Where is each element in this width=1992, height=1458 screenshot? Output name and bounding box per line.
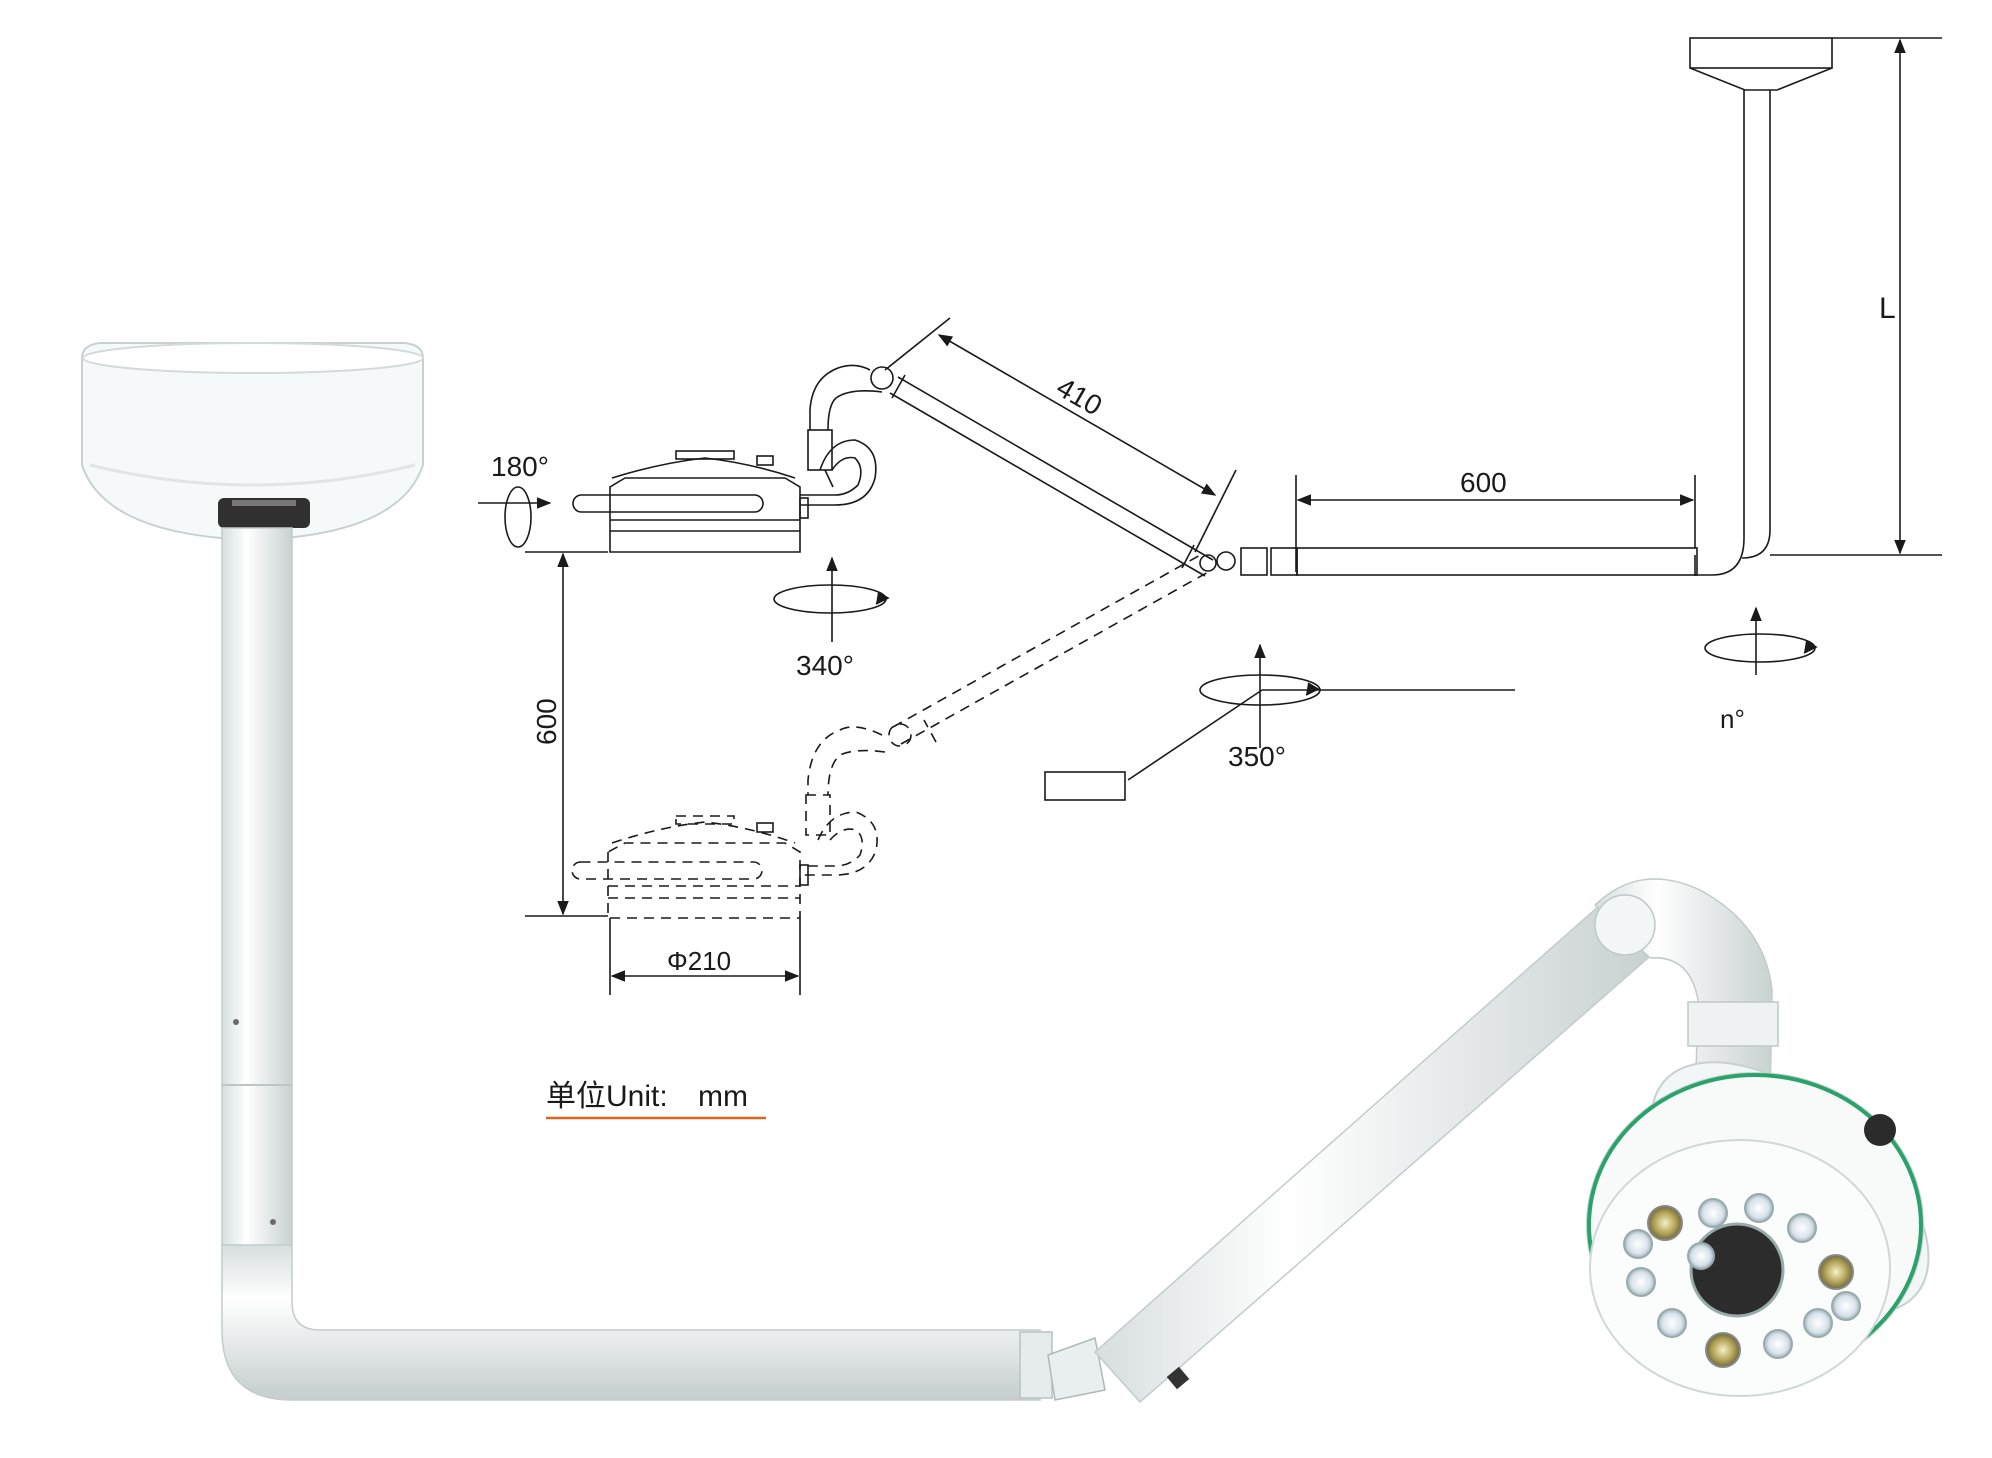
diagonal-arm <box>1093 903 1650 1404</box>
dim-600-vertical-lines <box>525 551 608 917</box>
rotation-350-label: 350° <box>1228 741 1286 772</box>
drawing-head-lower <box>571 815 801 919</box>
lamp-photo <box>81 342 1930 1404</box>
rotation-350-symbol <box>1044 643 1515 801</box>
rotation-180-label: 180° <box>491 451 549 482</box>
drawing-horizontal-arm <box>1216 547 1698 576</box>
rotation-n-label: n° <box>1720 704 1745 734</box>
drawing-arm-upper <box>800 364 1217 577</box>
rotation-340-symbol <box>773 556 890 642</box>
dim-600-vertical-label: 600 <box>531 698 562 745</box>
unit-note-value: mm <box>698 1080 748 1113</box>
drawing-head-upper <box>572 450 809 553</box>
rotation-340-label: 340° <box>796 650 854 681</box>
drawing-ceiling-mount <box>1689 37 1942 576</box>
rotation-n-symbol <box>1704 606 1818 675</box>
rotation-180-symbol <box>478 486 552 548</box>
technical-drawing <box>478 37 1942 995</box>
ceiling-column <box>221 527 293 1251</box>
dim-410-label: 410 <box>1051 371 1107 421</box>
unit-note-label: 单位Unit: <box>546 1080 668 1113</box>
dim-L-lines <box>1832 37 1942 555</box>
dim-phi210-lines <box>609 918 801 995</box>
ceiling-canopy <box>81 342 424 542</box>
dim-600-horizontal-lines <box>1295 475 1696 572</box>
drawing-arm-lower <box>800 553 1211 876</box>
dim-L-label: L <box>1879 292 1896 325</box>
unit-note: 单位Unit: mm <box>546 1080 766 1120</box>
yoke-gooseneck <box>1593 878 1779 1111</box>
dim-phi210-label: Φ210 <box>667 946 731 976</box>
horizontal-arm <box>221 1244 1106 1401</box>
dim-600-horizontal-label: 600 <box>1460 467 1507 498</box>
drawing-lower-solid-parts <box>756 822 809 886</box>
dim-410-lines <box>884 317 1237 553</box>
lamp-head <box>1586 1061 1930 1397</box>
